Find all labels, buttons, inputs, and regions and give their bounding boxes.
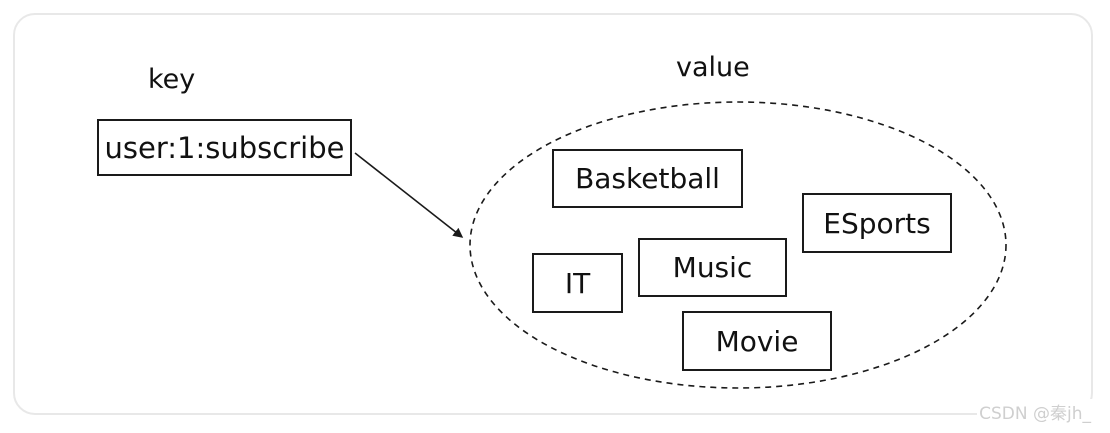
value-item-music: Music [638, 238, 787, 297]
key-label: key [148, 64, 196, 95]
watermark: CSDN @秦jh_ [977, 399, 1093, 424]
key-box: user:1:subscribe [97, 119, 352, 176]
card-border [13, 13, 1093, 415]
value-item-it: IT [532, 253, 623, 313]
value-item-movie: Movie [682, 311, 832, 371]
value-item-esports: ESports [802, 193, 952, 253]
value-label: value [676, 52, 750, 83]
value-item-basketball: Basketball [552, 149, 743, 208]
